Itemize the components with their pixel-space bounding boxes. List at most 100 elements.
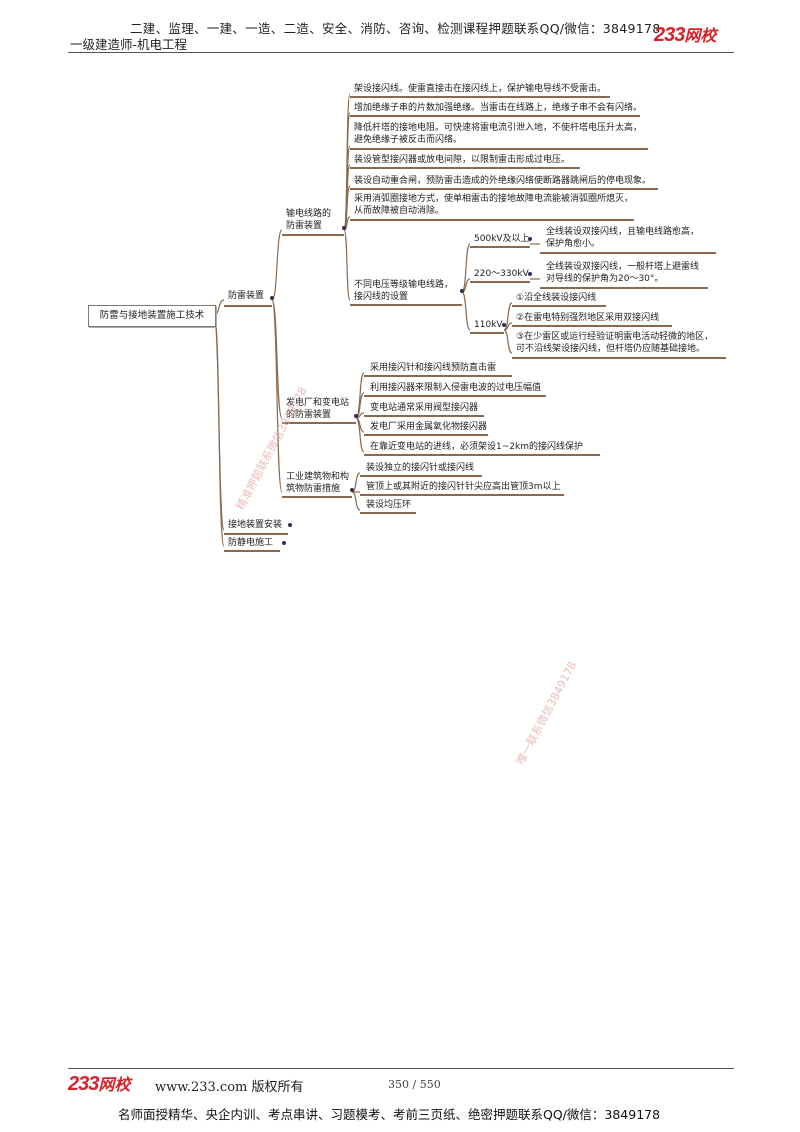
node-station-label-2: 的防雷装置	[286, 410, 332, 420]
voltage-500kv-desc-underline	[540, 252, 716, 254]
voltage-110kv-item-2: ②在雷电特别强烈地区采用双接闪线	[516, 313, 660, 323]
header-subject: 一级建造师-机电工程	[70, 37, 188, 52]
voltage-220kv-dot	[528, 272, 532, 276]
voltage-220kv-desc-line-2: 对导线的保护角为20～30°。	[546, 274, 664, 284]
node-lightning-devices-underline	[224, 305, 272, 307]
voltage-500kv-desc-line-2: 保护角愈小。	[546, 239, 601, 249]
node-building: 工业建筑物和构 筑物防雷措施	[286, 471, 349, 495]
voltage-110kv-item-1-underline	[512, 305, 606, 307]
transmission-item-4-underline	[350, 167, 580, 169]
voltage-500kv-dot	[528, 237, 532, 241]
transmission-item-1: 架设接闪线。使雷直接击在接闪线上，保护输电导线不受雷击。	[354, 84, 607, 94]
node-transmission-dot	[342, 226, 346, 230]
node-static-protection-label: 防静电施工	[228, 538, 274, 548]
voltage-500kv-underline	[470, 246, 530, 248]
voltage-220kv-desc-line-1: 全线装设双接闪线，一般杆塔上避雷线	[546, 262, 700, 272]
node-transmission: 输电线路的 防雷装置	[286, 208, 331, 232]
voltage-110kv-item-1: ①沿全线装设接闪线	[516, 293, 597, 303]
node-grounding-install-dot	[288, 523, 292, 527]
node-lightning-devices: 防雷装置	[228, 290, 264, 302]
building-item-3-underline	[360, 512, 416, 514]
voltage-500kv-desc: 全线装设双接闪线，且输电线路愈高， 保护角愈小。	[546, 226, 699, 250]
footer-divider	[68, 1068, 734, 1069]
node-transmission-label-2: 防雷装置	[286, 221, 323, 231]
node-building-dot	[350, 488, 354, 492]
node-transmission-underline	[282, 234, 344, 236]
station-item-3: 变电站通常采用阀型接闪器	[370, 403, 479, 413]
building-item-1-underline	[360, 475, 482, 477]
voltage-220kv-underline	[470, 281, 530, 283]
node-grounding-install-underline	[224, 533, 288, 535]
station-item-2-underline	[364, 395, 546, 397]
header-logo-text: 网校	[684, 28, 717, 45]
building-item-3: 装设均压环	[366, 500, 412, 510]
station-item-4: 发电厂采用金属氧化物接闪器	[370, 422, 488, 432]
node-transmission-label-1: 输电线路的	[286, 209, 332, 219]
voltage-220kv: 220～330kV	[474, 269, 529, 279]
transmission-item-2: 增加绝缘子串的片数加强绝缘。当雷击在线路上，绝缘子串不会有闪络。	[354, 103, 643, 113]
transmission-item-5: 装设自动重合闸，预防雷击造成的外绝缘闪络使断路器跳闸后的停电现象。	[354, 176, 652, 186]
transmission-item-6-line-1: 采用消弧圈接地方式，使单相雷击的接地故障电流能被消弧圈所熄灭，	[354, 194, 634, 204]
watermark-2: 唯一联系微信3849178	[513, 659, 580, 768]
transmission-item-5-underline	[350, 188, 658, 190]
node-building-label-1: 工业建筑物和构	[286, 472, 350, 482]
node-voltage-levels-underline	[350, 304, 462, 306]
node-station-dot	[354, 414, 358, 418]
transmission-item-1-underline	[350, 96, 610, 98]
node-lightning-devices-label: 防雷装置	[228, 291, 265, 301]
voltage-110kv: 110kV	[474, 320, 503, 330]
voltage-110kv-underline	[470, 332, 504, 334]
node-voltage-levels-label-2: 接闪线的设置	[354, 292, 409, 302]
page-number: 350 / 550	[388, 1078, 441, 1091]
footer-logo-number: 233	[68, 1073, 99, 1095]
node-static-protection: 防静电施工	[228, 537, 273, 549]
node-station-label-1: 发电厂和变电站	[286, 398, 350, 408]
node-static-protection-dot	[282, 541, 286, 545]
voltage-110kv-item-3-line-2: 可不沿线架设接闪线，但杆塔仍应随基础接地。	[516, 344, 706, 354]
header-divider	[68, 52, 734, 53]
transmission-item-6-underline	[350, 219, 634, 221]
station-item-5-underline	[364, 454, 600, 456]
footer-logo-text: 网校	[98, 1077, 131, 1094]
node-static-protection-underline	[224, 550, 280, 552]
node-building-underline	[282, 496, 352, 498]
transmission-item-3-line-2: 避免绝缘子被反击而闪络。	[354, 135, 463, 145]
station-item-4-underline	[364, 434, 488, 436]
footer-contact-line: 名师面授精华、央企内训、考点串讲、习题模考、考前三页纸、绝密押题联系QQ/微信：…	[118, 1107, 661, 1122]
node-voltage-levels-label-1: 不同电压等级输电线路，	[354, 280, 454, 290]
voltage-110kv-item-3: ③在少雷区或运行经验证明雷电活动轻微的地区， 可不沿线架设接闪线，但杆塔仍应随基…	[516, 331, 713, 355]
node-voltage-levels: 不同电压等级输电线路， 接闪线的设置	[354, 279, 453, 303]
header-logo-number: 233	[654, 24, 685, 46]
node-lightning-devices-dot	[270, 296, 274, 300]
node-building-label-2: 筑物防雷措施	[286, 484, 341, 494]
transmission-item-2-underline	[350, 115, 640, 117]
header-logo: 233网校	[654, 22, 716, 47]
node-voltage-levels-dot	[460, 289, 464, 293]
transmission-item-3-underline	[350, 148, 648, 150]
node-station-underline	[282, 422, 356, 424]
footer-logo: 233网校	[68, 1071, 130, 1096]
station-item-1-underline	[364, 375, 512, 377]
station-item-3-underline	[364, 415, 484, 417]
node-grounding-install-label: 接地装置安装	[228, 520, 283, 530]
transmission-item-6: 采用消弧圈接地方式，使单相雷击的接地故障电流能被消弧圈所熄灭， 从而故障被自动消…	[354, 193, 633, 217]
node-grounding-install: 接地装置安装	[228, 519, 282, 531]
building-item-1: 装设独立的接闪针或接闪线	[366, 463, 475, 473]
transmission-item-3-line-1: 降低杆塔的接地电阻。可快速将雷电流引泄入地，不使杆塔电压升太高，	[354, 123, 643, 133]
voltage-500kv-desc-line-1: 全线装设双接闪线，且输电线路愈高，	[546, 227, 700, 237]
station-item-2: 利用接闪器来限制入侵雷电波的过电压幅值	[370, 383, 542, 393]
transmission-item-6-line-2: 从而故障被自动消除。	[354, 206, 445, 216]
voltage-110kv-item-3-line-1: ③在少雷区或运行经验证明雷电活动轻微的地区，	[516, 332, 714, 342]
building-item-2: 管顶上或其附近的接闪针针尖应高出管顶3m以上	[366, 482, 561, 492]
voltage-500kv: 500kV及以上	[474, 234, 530, 244]
header-contact-line: 二建、监理、一建、一造、二造、安全、消防、咨询、检测课程押题联系QQ/微信：38…	[130, 21, 661, 36]
building-item-2-underline	[360, 494, 564, 496]
transmission-item-3: 降低杆塔的接地电阻。可快速将雷电流引泄入地，不使杆塔电压升太高， 避免绝缘子被反…	[354, 122, 642, 146]
mindmap-root: 防雷与接地装置施工技术	[88, 305, 216, 327]
voltage-220kv-desc: 全线装设双接闪线，一般杆塔上避雷线 对导线的保护角为20～30°。	[546, 261, 699, 285]
voltage-220kv-desc-underline	[540, 287, 708, 289]
footer-copyright: www.233.com 版权所有	[155, 1080, 304, 1095]
voltage-110kv-dot	[502, 323, 506, 327]
voltage-110kv-item-2-underline	[512, 325, 672, 327]
node-station: 发电厂和变电站 的防雷装置	[286, 397, 349, 421]
